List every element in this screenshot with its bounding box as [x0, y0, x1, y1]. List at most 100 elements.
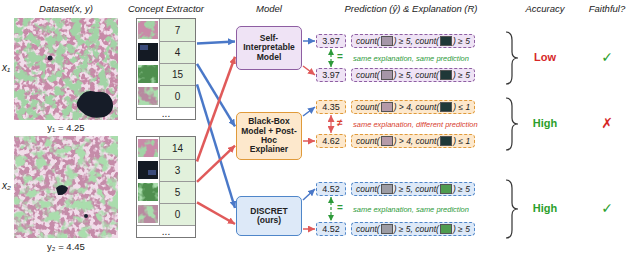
explanation-box: count() ≥ 5, count() ≥ 5 [351, 34, 475, 48]
count-cell: 7 [159, 19, 195, 41]
concept-thumbnails [138, 21, 158, 223]
connector-arrow [303, 107, 315, 116]
image-ground [14, 136, 118, 238]
connector-arrow [197, 41, 235, 43]
sample-label: y₁ = 4.25 [14, 122, 118, 133]
rule-text: ) ≥ 5 [453, 70, 470, 80]
satellite-image [14, 136, 118, 238]
thumbnail [138, 183, 158, 201]
column-header: Faithful? [578, 3, 636, 14]
rule-text: count( [356, 136, 380, 146]
count-cell: 3 [159, 159, 195, 181]
connector-arrow [303, 40, 315, 42]
bracket [506, 32, 518, 84]
prediction-value: 4.35 [322, 102, 340, 112]
image-texture [14, 136, 118, 238]
prediction-box: 4.35 [316, 100, 346, 114]
concept-icon [440, 70, 452, 80]
bracket [506, 98, 518, 150]
thumbnail [148, 170, 156, 175]
faithful-mark: ✓ [578, 49, 636, 65]
connector-arrow [330, 49, 331, 67]
concept-icon [381, 224, 393, 234]
concept-icon [381, 70, 393, 80]
thumbnail [138, 205, 158, 223]
rule-text: ) ≥ 5 [453, 184, 470, 194]
brackets [506, 32, 518, 238]
count-cell: 15 [159, 63, 195, 85]
relation-sign: = [337, 51, 343, 62]
rule-text: count( [356, 224, 380, 234]
faithful-mark: ✓ [578, 200, 636, 216]
connector-arrow [303, 228, 315, 230]
sample-label: x₂ [2, 180, 11, 191]
lake [84, 214, 88, 218]
rule-text: ) ≥ 5, count( [394, 224, 439, 234]
connector-arrow [197, 57, 235, 162]
rule-text: ) ≥ 5 [453, 224, 470, 234]
prediction-box: 4.52 [316, 222, 346, 236]
thumbnail [138, 87, 158, 105]
explanation-box: count( ) ≥ 5, count( ) ≥ 5 [351, 68, 475, 82]
thumbnail [138, 21, 158, 39]
rule-text: ) > 4, count( [394, 102, 440, 112]
rule-text: ) ≥ 5, count( [394, 184, 439, 194]
bracket [506, 180, 518, 238]
sample-label: y₂ = 4.45 [14, 241, 118, 252]
concept-icon [381, 102, 393, 112]
thumbnail [138, 43, 158, 61]
comparison-note: same explanation, same prediction [352, 54, 470, 63]
thumbnail [138, 65, 158, 83]
connector-arrow [330, 197, 331, 221]
count-cell: 5 [159, 181, 195, 203]
concept-icon [440, 136, 452, 146]
rule-text: count( [356, 184, 380, 194]
count-cell: 4 [159, 41, 195, 63]
rule-text: ) ≤ 1 [453, 102, 470, 112]
image-texture [14, 136, 118, 238]
rule-text: ) ≥ 5 [453, 36, 470, 46]
rule-text: ) ≥ 5, count( [394, 36, 439, 46]
column-header: Concept Extractor [116, 3, 216, 14]
prediction-box: 3.97 [316, 68, 346, 82]
relation-sign: ≠ [337, 117, 343, 128]
lake [77, 91, 113, 118]
thumbnail [138, 87, 158, 105]
explanation-box: count( ) ≥ 5, count( ) ≥ 5 [351, 182, 475, 196]
rule-text: count( [356, 70, 380, 80]
concept-icon [381, 136, 393, 146]
concept-icon [381, 184, 393, 194]
column-header: Accuracy [520, 3, 570, 14]
thumbnail [138, 139, 158, 157]
prediction-value: 4.52 [322, 224, 340, 234]
thumbnail [138, 21, 158, 39]
prediction-box: 4.62 [316, 134, 346, 148]
rule-text: ) ≤ 1 [453, 136, 470, 146]
explanation-box: count() > 4, count() ≤ 1 [351, 134, 475, 148]
concept-icon [440, 224, 452, 234]
column-header: Model [236, 3, 302, 14]
explanation-box: count( ) ≥ 5, count( ) ≥ 5 [351, 222, 475, 236]
connector-arrow [197, 202, 235, 224]
comparison-note: same explanation, different prediction [352, 120, 479, 129]
prediction-value: 3.97 [322, 70, 340, 80]
concept-icon [381, 36, 393, 46]
count-cell: 0 [159, 203, 195, 225]
thumbnail [138, 65, 158, 83]
model-name: Black-Box Model + Post-Hoc Explainer [241, 117, 297, 154]
concept-icon [440, 184, 452, 194]
count-cell: 0 [159, 85, 195, 107]
rule-text: ) ≥ 5, count( [394, 70, 439, 80]
model-box: DISCRET (ours) [236, 196, 302, 236]
column-header: Dataset(x, y) [14, 3, 118, 14]
image-ground [14, 18, 118, 120]
model-box: Self-Interpretable Model [236, 26, 302, 70]
thumbnail [138, 161, 158, 179]
thumbnail [138, 205, 158, 223]
comparison-note: same explanation, same prediction [352, 205, 470, 214]
prediction-value: 4.62 [322, 136, 340, 146]
lake [56, 185, 68, 195]
image-texture [14, 18, 118, 120]
concept-icon [440, 36, 452, 46]
model-name: Self-Interpretable Model [241, 34, 297, 62]
